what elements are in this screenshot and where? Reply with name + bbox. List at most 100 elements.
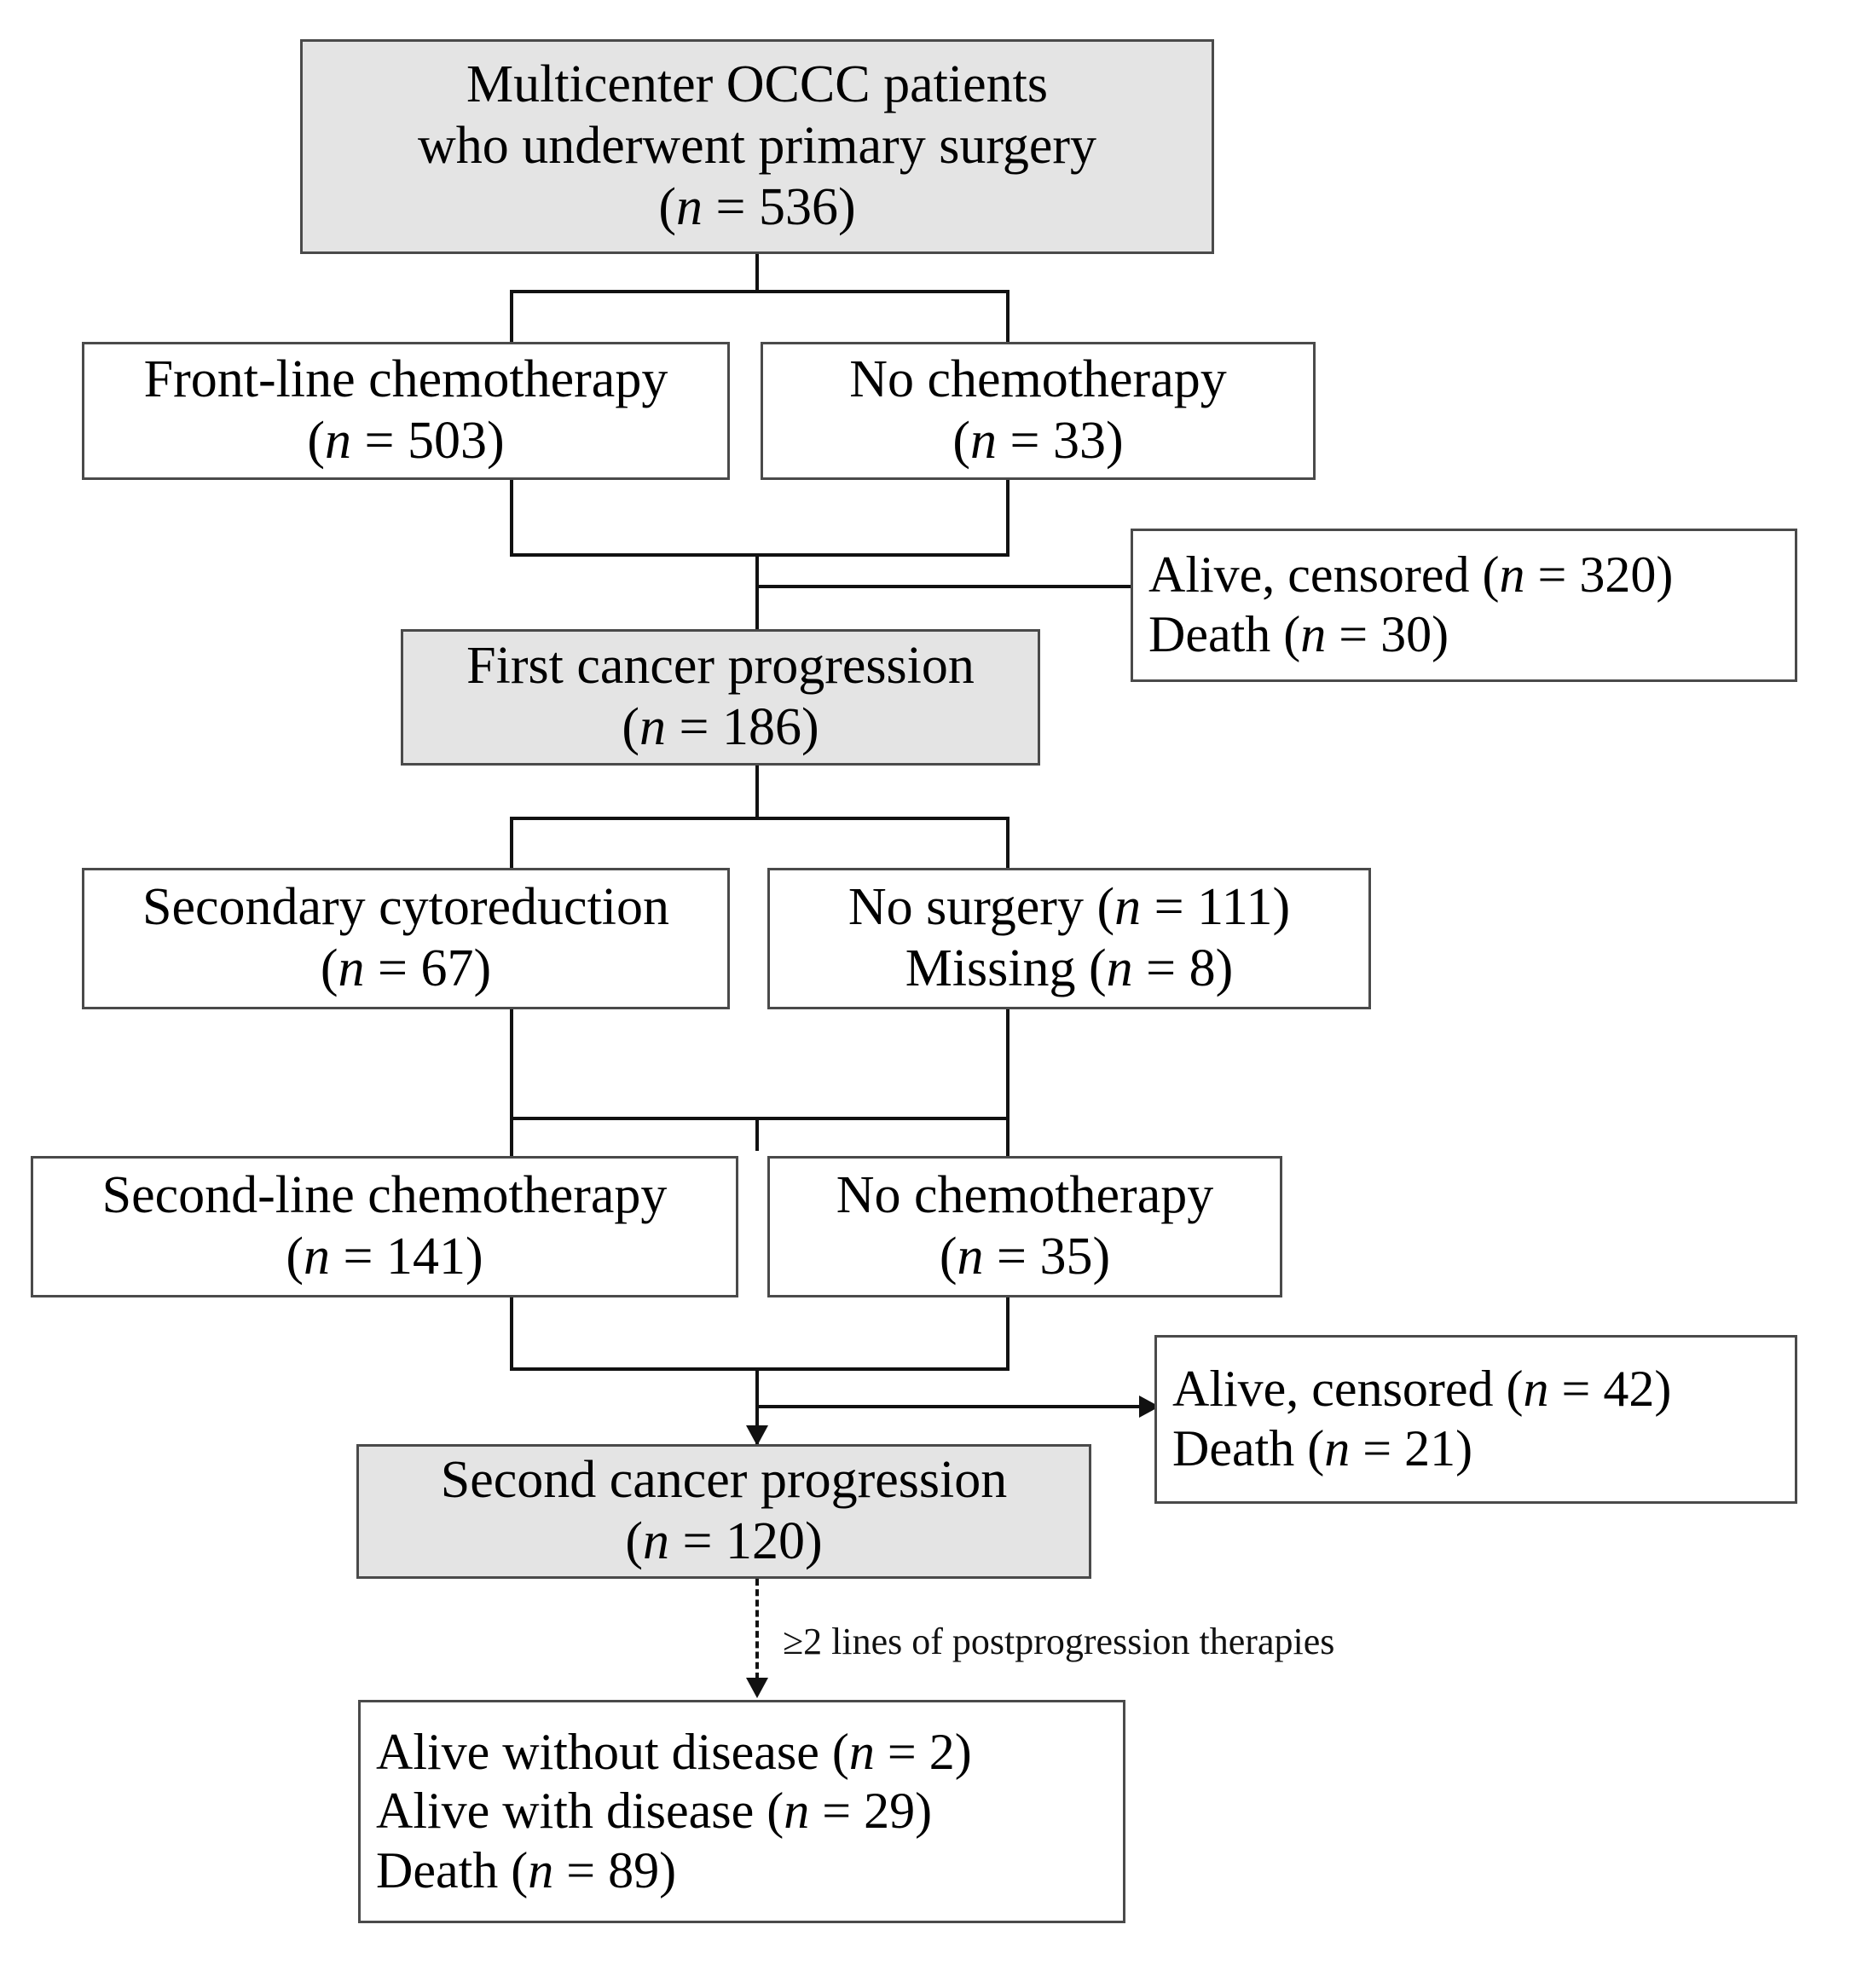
secondline-chemo-line1: Second-line chemotherapy <box>101 1166 668 1225</box>
arrow-to-second-progression <box>746 1425 768 1446</box>
connector-row3-right-exit <box>1006 1009 1009 1120</box>
connector-row2-left-exit <box>510 480 513 557</box>
connector-row3-left-exit <box>510 1009 513 1120</box>
italic-n: n <box>338 939 365 997</box>
outcome-2-line2: Death (n = 21) <box>1172 1420 1473 1477</box>
connector-row4-right-drop <box>1006 1117 1009 1158</box>
connector-row4-bar <box>510 1117 1009 1120</box>
outcome-2-line1: Alive, censored (n = 42) <box>1172 1361 1672 1418</box>
secondline-chemo-n-value: 141 <box>385 1228 466 1286</box>
first-progression-count: (n = 186) <box>622 698 819 756</box>
italic-n: n <box>1106 939 1133 997</box>
node-outcome-2: Alive, censored (n = 42) Death (n = 21) <box>1154 1335 1797 1504</box>
italic-n: n <box>643 1512 670 1570</box>
connector-row2-right-exit <box>1006 480 1009 557</box>
italic-n: n <box>1114 878 1142 937</box>
italic-n: n <box>1300 606 1327 662</box>
second-progression-n-value: 120 <box>725 1512 805 1570</box>
italic-n: n <box>639 698 667 756</box>
connector-dashed-postprogression <box>755 1579 759 1679</box>
frontline-chemo-n-value: 503 <box>407 412 487 470</box>
connector-merge-stem-3 <box>755 1367 759 1466</box>
no-chemo-2-line1: No chemotherapy <box>836 1166 1214 1225</box>
connector-row2-bar <box>510 290 1009 293</box>
node-frontline-chemo: Front-line chemotherapy (n = 503) <box>82 342 730 480</box>
secondary-cytoreduction-n-value: 67 <box>420 939 474 997</box>
no-chemo-1-n-value: 33 <box>1052 412 1106 470</box>
italic-n: n <box>970 412 998 470</box>
outcome-1-death-n: 30 <box>1380 606 1432 662</box>
node-no-chemo-1: No chemotherapy (n = 33) <box>761 342 1316 480</box>
italic-n: n <box>325 412 352 470</box>
outcome-1-line1: Alive, censored (n = 320) <box>1148 546 1674 604</box>
cohort-line2: who underwent primary surgery <box>417 117 1097 176</box>
outcome-1-line2: Death (n = 30) <box>1148 606 1449 662</box>
node-second-progression: Second cancer progression (n = 120) <box>356 1444 1091 1579</box>
final-alive-with-n: 29 <box>864 1783 916 1840</box>
no-surgery-line2: Missing (n = 8) <box>905 939 1234 997</box>
italic-n: n <box>676 177 703 236</box>
connector-row4-left-exit <box>510 1297 513 1371</box>
node-no-chemo-2: No chemotherapy (n = 35) <box>767 1156 1282 1297</box>
no-chemo-1-line1: No chemotherapy <box>849 350 1227 409</box>
connector-row3-bar <box>510 817 1009 820</box>
first-progression-n-value: 186 <box>721 698 801 756</box>
outcome-2-alive-n: 42 <box>1603 1361 1655 1418</box>
no-surgery-n-value: 111 <box>1197 878 1273 937</box>
frontline-chemo-line1: Front-line chemotherapy <box>143 350 668 409</box>
outcome-2-death-n: 21 <box>1404 1420 1456 1477</box>
final-death-n: 89 <box>608 1841 660 1898</box>
italic-n: n <box>1499 546 1525 604</box>
connector-row2-left-drop <box>510 290 513 344</box>
italic-n: n <box>528 1841 554 1898</box>
italic-n: n <box>1324 1420 1351 1477</box>
outcome-1-alive-n: 320 <box>1579 546 1657 604</box>
cohort-n-value: 536 <box>758 177 838 236</box>
node-secondary-cytoreduction: Secondary cytoreduction (n = 67) <box>82 868 730 1009</box>
no-chemo-2-n-value: 35 <box>1039 1228 1093 1286</box>
no-chemo-2-count: (n = 35) <box>939 1228 1111 1286</box>
second-progression-count: (n = 120) <box>625 1512 823 1570</box>
connector-row2-right-drop <box>1006 290 1009 344</box>
secondary-cytoreduction-line1: Secondary cytoreduction <box>142 878 670 937</box>
connector-row4-right-exit <box>1006 1297 1009 1371</box>
arrow-to-final-outcome <box>746 1678 768 1698</box>
connector-firstprog-stem <box>755 766 759 820</box>
connector-outcome1-branch <box>755 585 1160 588</box>
connector-merge-bar-3 <box>510 1367 1009 1371</box>
connector-outcome2-branch <box>755 1405 1160 1408</box>
cohort-count: (n = 536) <box>658 177 856 236</box>
connector-row3-right-drop <box>1006 817 1009 870</box>
edge-label-postprogression: ≥2 lines of postprogression therapies <box>783 1621 1335 1662</box>
node-outcome-1: Alive, censored (n = 320) Death (n = 30) <box>1131 529 1797 682</box>
italic-n: n <box>304 1228 331 1286</box>
second-progression-line1: Second cancer progression <box>440 1451 1008 1510</box>
final-alive-without-n: 2 <box>928 1723 955 1780</box>
final-outcome-line1: Alive without disease (n = 2) <box>376 1723 972 1780</box>
final-outcome-line2: Alive with disease (n = 29) <box>376 1783 933 1840</box>
italic-n: n <box>784 1783 810 1840</box>
node-no-surgery: No surgery (n = 111) Missing (n = 8) <box>767 868 1371 1009</box>
italic-n: n <box>1523 1361 1549 1418</box>
missing-n-value: 8 <box>1189 939 1216 997</box>
secondary-cytoreduction-count: (n = 67) <box>320 939 492 997</box>
node-secondline-chemo: Second-line chemotherapy (n = 141) <box>31 1156 738 1297</box>
italic-n: n <box>848 1723 875 1780</box>
italic-n: n <box>957 1228 984 1286</box>
node-final-outcome: Alive without disease (n = 2) Alive with… <box>358 1700 1125 1923</box>
node-cohort: Multicenter OCCC patients who underwent … <box>300 39 1214 254</box>
connector-row3-left-drop <box>510 817 513 870</box>
no-surgery-line1: No surgery (n = 111) <box>848 878 1291 937</box>
connector-cohort-stem <box>755 254 759 293</box>
frontline-chemo-count: (n = 503) <box>307 412 505 470</box>
cohort-line1: Multicenter OCCC patients <box>466 55 1048 114</box>
connector-merge-bar-1 <box>510 553 1009 557</box>
connector-merge-stem-1 <box>755 553 759 673</box>
final-outcome-line3: Death (n = 89) <box>376 1841 677 1898</box>
connector-row4-stem <box>755 1117 759 1151</box>
no-chemo-1-count: (n = 33) <box>952 412 1124 470</box>
node-first-progression: First cancer progression (n = 186) <box>401 629 1040 766</box>
secondline-chemo-count: (n = 141) <box>286 1228 483 1286</box>
first-progression-line1: First cancer progression <box>466 637 975 696</box>
